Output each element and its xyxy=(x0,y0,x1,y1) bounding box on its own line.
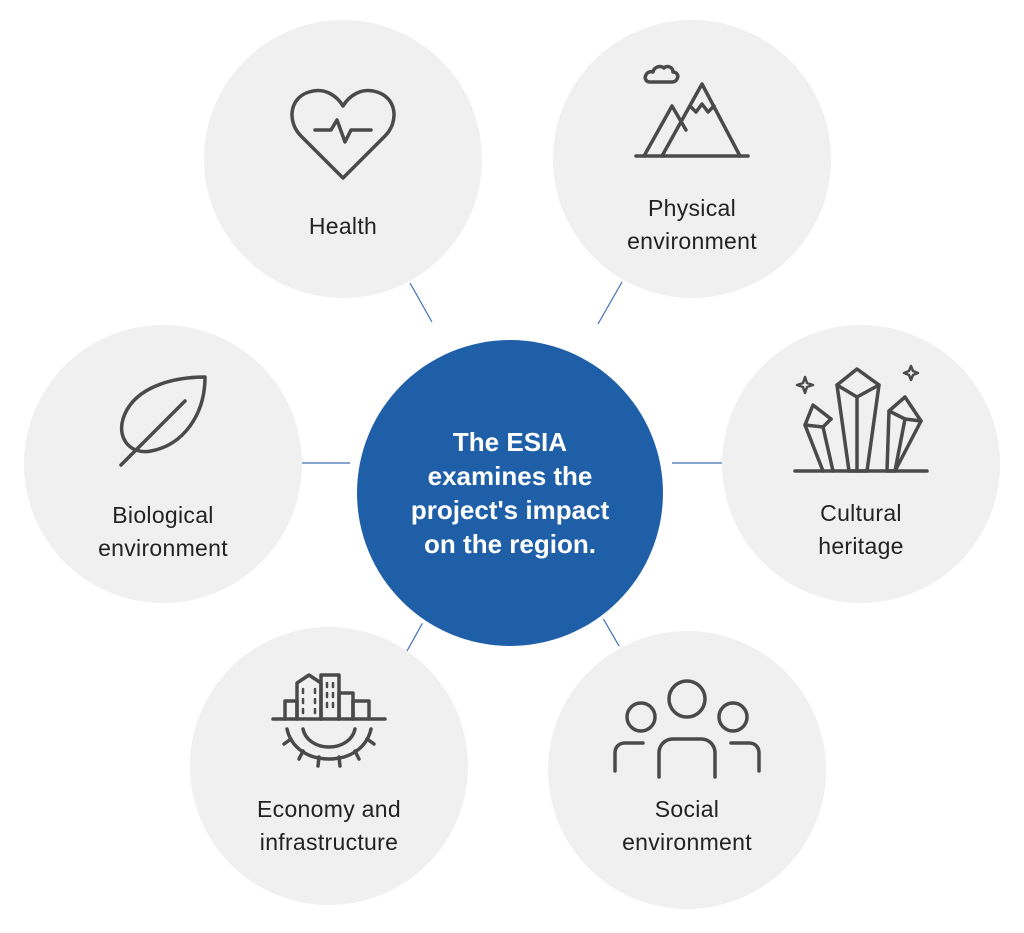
node-physical-environment: Physical environment xyxy=(553,20,831,298)
center-statement: The ESIA examines the project's impact o… xyxy=(410,427,610,559)
node-biological-environment: Biological environment xyxy=(24,325,302,603)
center-circle-fill: The ESIA examines the project's impact o… xyxy=(357,340,663,646)
crystals-icon xyxy=(791,363,931,475)
connector-health xyxy=(409,282,433,323)
node-label-social-environment: Social environment xyxy=(622,796,752,855)
node-label-economy-infrastructure: Economy and infrastructure xyxy=(257,796,401,855)
city-gear-icon xyxy=(269,667,389,777)
node-health: Health xyxy=(204,20,482,298)
node-social-environment: Social environment xyxy=(548,631,826,909)
leaf-icon xyxy=(113,371,213,471)
node-label-health: Health xyxy=(308,213,378,239)
node-cultural-heritage: Cultural heritage xyxy=(722,325,1000,603)
heart-pulse-icon xyxy=(283,82,403,182)
center-circle: The ESIA examines the project's impact o… xyxy=(353,336,667,650)
node-label-biological-environment: Biological environment xyxy=(98,502,228,561)
node-label-cultural-heritage: Cultural heritage xyxy=(818,500,904,559)
mountains-cloud-icon xyxy=(632,64,752,160)
connector-physical xyxy=(597,281,623,325)
people-group-icon xyxy=(607,677,767,781)
node-economy-infrastructure: Economy and infrastructure xyxy=(190,627,468,905)
node-label-physical-environment: Physical environment xyxy=(627,195,757,254)
